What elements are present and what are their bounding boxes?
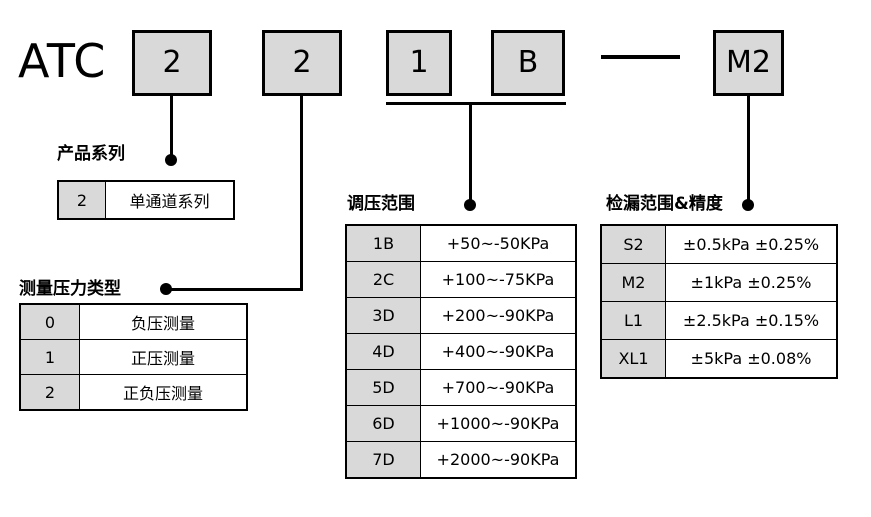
code-box-series: 2 [132,30,212,96]
connector-range-vertical [469,102,472,206]
table-leak-range: S2±0.5kPa ±0.25%M2±1kPa ±0.25%L1±2.5kPa … [600,224,838,379]
connector-series-dot [165,154,177,166]
code-box-pressure-type: 2 [262,30,342,96]
row-desc-cell: +1000~-90KPa [420,405,577,442]
table-row: XL1±5kPa ±0.08% [600,339,838,379]
code-box-pressure-type-value: 2 [292,45,312,80]
row-desc-cell: +400~-90KPa [420,333,577,370]
row-code-cell: M2 [600,263,666,302]
connector-pressure-type-dot [160,283,172,295]
row-desc-cell: 正负压测量 [79,374,248,411]
table-row: L1±2.5kPa ±0.15% [600,301,838,340]
row-code-cell: 1B [345,224,421,262]
table-row: S2±0.5kPa ±0.25% [600,224,838,264]
row-code-cell: 5D [345,369,421,406]
row-code-cell: L1 [600,301,666,340]
row-code-cell: 3D [345,297,421,334]
row-desc-cell: 负压测量 [79,303,248,340]
table-row: 2C+100~-75KPa [345,261,577,298]
caption-pressure-type: 测量压力类型 [19,279,121,299]
row-code-cell: S2 [600,224,666,264]
row-desc-cell: 正压测量 [79,339,248,375]
caption-leak-range: 检漏范围&精度 [606,194,723,214]
row-code-cell: 4D [345,333,421,370]
row-desc-cell: 单通道系列 [105,180,235,220]
table-row: M2±1kPa ±0.25% [600,263,838,302]
row-code-cell: 2 [57,180,106,220]
row-code-cell: 2C [345,261,421,298]
code-box-range-digit: 1 [386,30,452,96]
row-desc-cell: ±2.5kPa ±0.15% [665,301,838,340]
table-row: 4D+400~-90KPa [345,333,577,370]
row-desc-cell: ±5kPa ±0.08% [665,339,838,379]
row-desc-cell: ±0.5kPa ±0.25% [665,224,838,264]
table-row: 7D+2000~-90KPa [345,441,577,479]
code-box-series-value: 2 [162,45,182,80]
connector-pressure-type-horizontal [165,288,303,291]
connector-pressure-type-vertical [300,96,303,291]
row-code-cell: 6D [345,405,421,442]
row-desc-cell: +200~-90KPa [420,297,577,334]
caption-product-series: 产品系列 [57,144,125,164]
code-box-range-digit-value: 1 [409,45,429,80]
row-desc-cell: +700~-90KPa [420,369,577,406]
connector-range-bracket [386,102,566,105]
code-box-leak-value: M2 [726,45,771,80]
code-box-range-letter-value: B [517,45,539,80]
table-row: 1B+50~-50KPa [345,224,577,262]
row-code-cell: 0 [19,303,80,340]
model-prefix-label: ATC [18,34,107,88]
row-code-cell: 7D [345,441,421,479]
connector-leak-dot [742,199,754,211]
row-code-cell: 2 [19,374,80,411]
connector-range-dot [464,199,476,211]
code-box-range-letter: B [491,30,565,96]
connector-leak-vertical [747,96,750,206]
caption-pressure-range: 调压范围 [347,194,415,214]
model-separator-dash [601,55,680,59]
table-row: 5D+700~-90KPa [345,369,577,406]
table-row: 3D+200~-90KPa [345,297,577,334]
row-desc-cell: +50~-50KPa [420,224,577,262]
row-desc-cell: ±1kPa ±0.25% [665,263,838,302]
table-row: 6D+1000~-90KPa [345,405,577,442]
row-code-cell: 1 [19,339,80,375]
row-desc-cell: +2000~-90KPa [420,441,577,479]
connector-series-vertical [170,96,173,162]
row-code-cell: XL1 [600,339,666,379]
row-desc-cell: +100~-75KPa [420,261,577,298]
code-box-leak: M2 [713,30,784,96]
